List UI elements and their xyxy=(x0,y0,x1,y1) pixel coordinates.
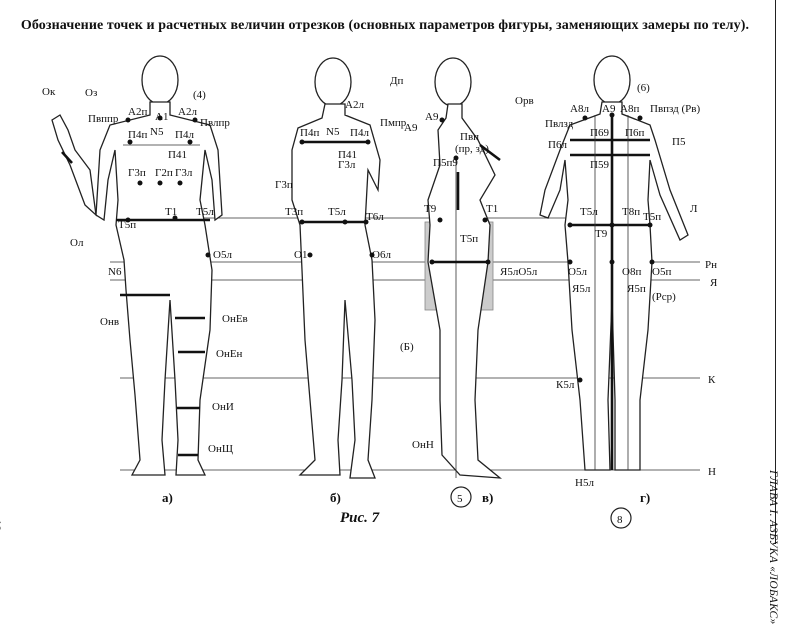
figure-g-back: А8л А9 А8п Пвпзд (Рв) Пвлзд П69 П6п П6л … xyxy=(539,55,718,529)
fig-g-label-t9: Т9 xyxy=(595,228,608,240)
fig-a-label-t5l: Т5л xyxy=(196,206,214,218)
fig-g-number: (6) xyxy=(637,82,650,94)
fig-b-label-pmpr: Пмпр xyxy=(380,117,407,129)
fig-a-label-a2p: А2п xyxy=(128,106,147,118)
fig-g-label-p6p: П6п xyxy=(625,127,644,139)
figure-a-front: Ок Оз А2п А1 А2л Пвппр Пвлпр П4п П4л П41… xyxy=(42,55,248,476)
fig-a-label-pvlpr: Пвлпр xyxy=(200,117,230,129)
margin-rule xyxy=(775,0,776,544)
fig-v-label-pr-zd: (пр, зд) xyxy=(455,143,489,155)
fig-b-label-g3p: Г3п xyxy=(275,179,293,191)
fig-a-label-pvppr: Пвппр xyxy=(88,113,119,125)
fig-a-label-g3l: Г3л xyxy=(175,167,193,179)
fig-a-label-onev: ОнЕв xyxy=(222,313,248,325)
fig-a-label-t5p: Т5п xyxy=(118,219,136,231)
fig-v-label-orv: Орв xyxy=(515,95,534,107)
fig-a-label-g3p: Г3п xyxy=(128,167,146,179)
subfigure-label-b: б) xyxy=(330,490,341,505)
fig-v-label-t1: Т1 xyxy=(486,203,498,215)
fig-a-label-o5l: О5л xyxy=(213,249,232,261)
fig-g-label-t8p: Т8п xyxy=(622,206,640,218)
fig-g-label-a9: А9 xyxy=(602,103,616,115)
fig-b-label-t5l: Т5л xyxy=(328,206,346,218)
fig-g-label-o5l: О5л xyxy=(568,266,587,278)
fig-v-label-onn: ОнН xyxy=(412,439,434,451)
fig-g-label-pvlzd: Пвлзд xyxy=(545,118,574,130)
subfigure-label-a: а) xyxy=(162,490,173,505)
fig-v-label-a9-top: А9 xyxy=(425,111,439,123)
fig-b-label-p41: П41 xyxy=(338,149,357,161)
fig-a-label-oni: ОнИ xyxy=(212,401,234,413)
fig-a-label-g2p: Г2п xyxy=(155,167,173,179)
subfigure-label-v: в) xyxy=(482,490,494,505)
fig-b-label-t3p: Т3п xyxy=(285,206,303,218)
fig-v-label-b: (Б) xyxy=(400,341,414,353)
ref-line-label-k: К xyxy=(708,374,716,386)
fig-g-label-t5l: Т5л xyxy=(580,206,598,218)
fig-v-label-t9: Т9 xyxy=(424,203,437,215)
fig-b-label-t6l: Т6л xyxy=(366,211,384,223)
fig-g-label-a8l: А8л xyxy=(570,103,589,115)
page-title: Обозначение точек и расчетных величин от… xyxy=(20,18,750,33)
fig-a-label-onv: Онв xyxy=(100,316,119,328)
fig-g-label-ya5l: Я5л xyxy=(572,283,591,295)
fig-a-label-p4p: П4п xyxy=(128,129,147,141)
figure-v-profile: А9 А9 Орв Пвп (пр, зд) П5п9 Т9 Т1 Т5п Я5… xyxy=(400,57,538,508)
fig-g-label-p6l: П6л xyxy=(548,139,567,151)
fig-a-label-p41: П41 xyxy=(168,149,187,161)
fig-g-label-l: Л xyxy=(690,203,698,215)
fig-g-label-a8p: А8п xyxy=(620,103,639,115)
fig-g-label-o8p: О8п xyxy=(622,266,641,278)
fig-b-label-a2l: А2л xyxy=(345,99,364,111)
fig-a-label-onsch: ОнЩ xyxy=(208,443,233,455)
fig-v-label-t5p: Т5п xyxy=(460,233,478,245)
fig-g-label-rsr: (Рср) xyxy=(652,291,676,303)
fig-a-label-p4l: П4л xyxy=(175,129,194,141)
fig-g-label-p59: П59 xyxy=(590,159,609,171)
fig-v-number: 5 xyxy=(457,493,463,505)
fig-b-label-g3l: Г3л xyxy=(338,159,356,171)
figure-illustration: К Н Ок Оз А2п А1 А2л Пвппр Пвл xyxy=(42,55,718,529)
figure-b-threequarter: Дп А2л Пмпр П4п П4л П41 Г3п Г3л Т3п Т5л … xyxy=(275,57,407,479)
fig-a-label-t1: Т1 xyxy=(165,206,177,218)
fig-g-label-rn: Рн xyxy=(705,259,717,271)
ref-line-label-n: Н xyxy=(708,466,716,478)
fig-v-label-ya5l-o5l: Я5лО5л xyxy=(500,266,538,278)
fig-v-label-a9-side: А9 xyxy=(404,122,418,134)
fig-b-label-o6l: О6л xyxy=(372,249,391,261)
fig-a-label-ol: Ол xyxy=(70,237,84,249)
fig-g-label-k5l: К5л xyxy=(556,379,575,391)
fig-a-label-ok: Ок xyxy=(42,86,56,98)
fig-g-label-p5: П5 xyxy=(672,136,686,148)
fig-b-label-dp: Дп xyxy=(390,75,404,87)
fig-g-bottom-number: 8 xyxy=(617,514,623,526)
fig-a-label-n5: N5 xyxy=(150,126,164,138)
fig-a-label-onen: ОнЕн xyxy=(216,348,243,360)
fig-b-label-n5: N5 xyxy=(326,126,340,138)
fig-a-label-a2l: А2л xyxy=(178,106,197,118)
fig-b-label-p4l: П4л xyxy=(350,127,369,139)
fig-v-label-p5p9: П5п9 xyxy=(433,157,458,169)
fig-g-label-p69: П69 xyxy=(590,127,609,139)
fig-a-label-oz: Оз xyxy=(85,87,97,99)
fig-v-label-pvp: Пвп xyxy=(460,131,479,143)
fig-g-label-ya5p: Я5п xyxy=(627,283,646,295)
fig-a-label-n6: N6 xyxy=(108,266,122,278)
fig-a-label-a1: А1 xyxy=(155,111,168,123)
figure-caption: Рис. 7 xyxy=(340,510,380,526)
page: Обозначение точек и расчетных величин от… xyxy=(0,0,779,625)
fig-a-number: (4) xyxy=(193,89,206,101)
fig-b-label-p4p: П4п xyxy=(300,127,319,139)
fig-b-label-o1: О1 xyxy=(294,249,307,261)
subfigure-label-g: г) xyxy=(640,490,651,505)
fig-g-label-n5l: Н5л xyxy=(575,477,594,489)
fig-g-label-ya: Я xyxy=(710,277,718,289)
fig-g-label-pvpzd: Пвпзд (Рв) xyxy=(650,103,700,115)
fig-g-label-o5p: О5п xyxy=(652,266,671,278)
fig-g-label-t5p: Т5п xyxy=(643,211,661,223)
